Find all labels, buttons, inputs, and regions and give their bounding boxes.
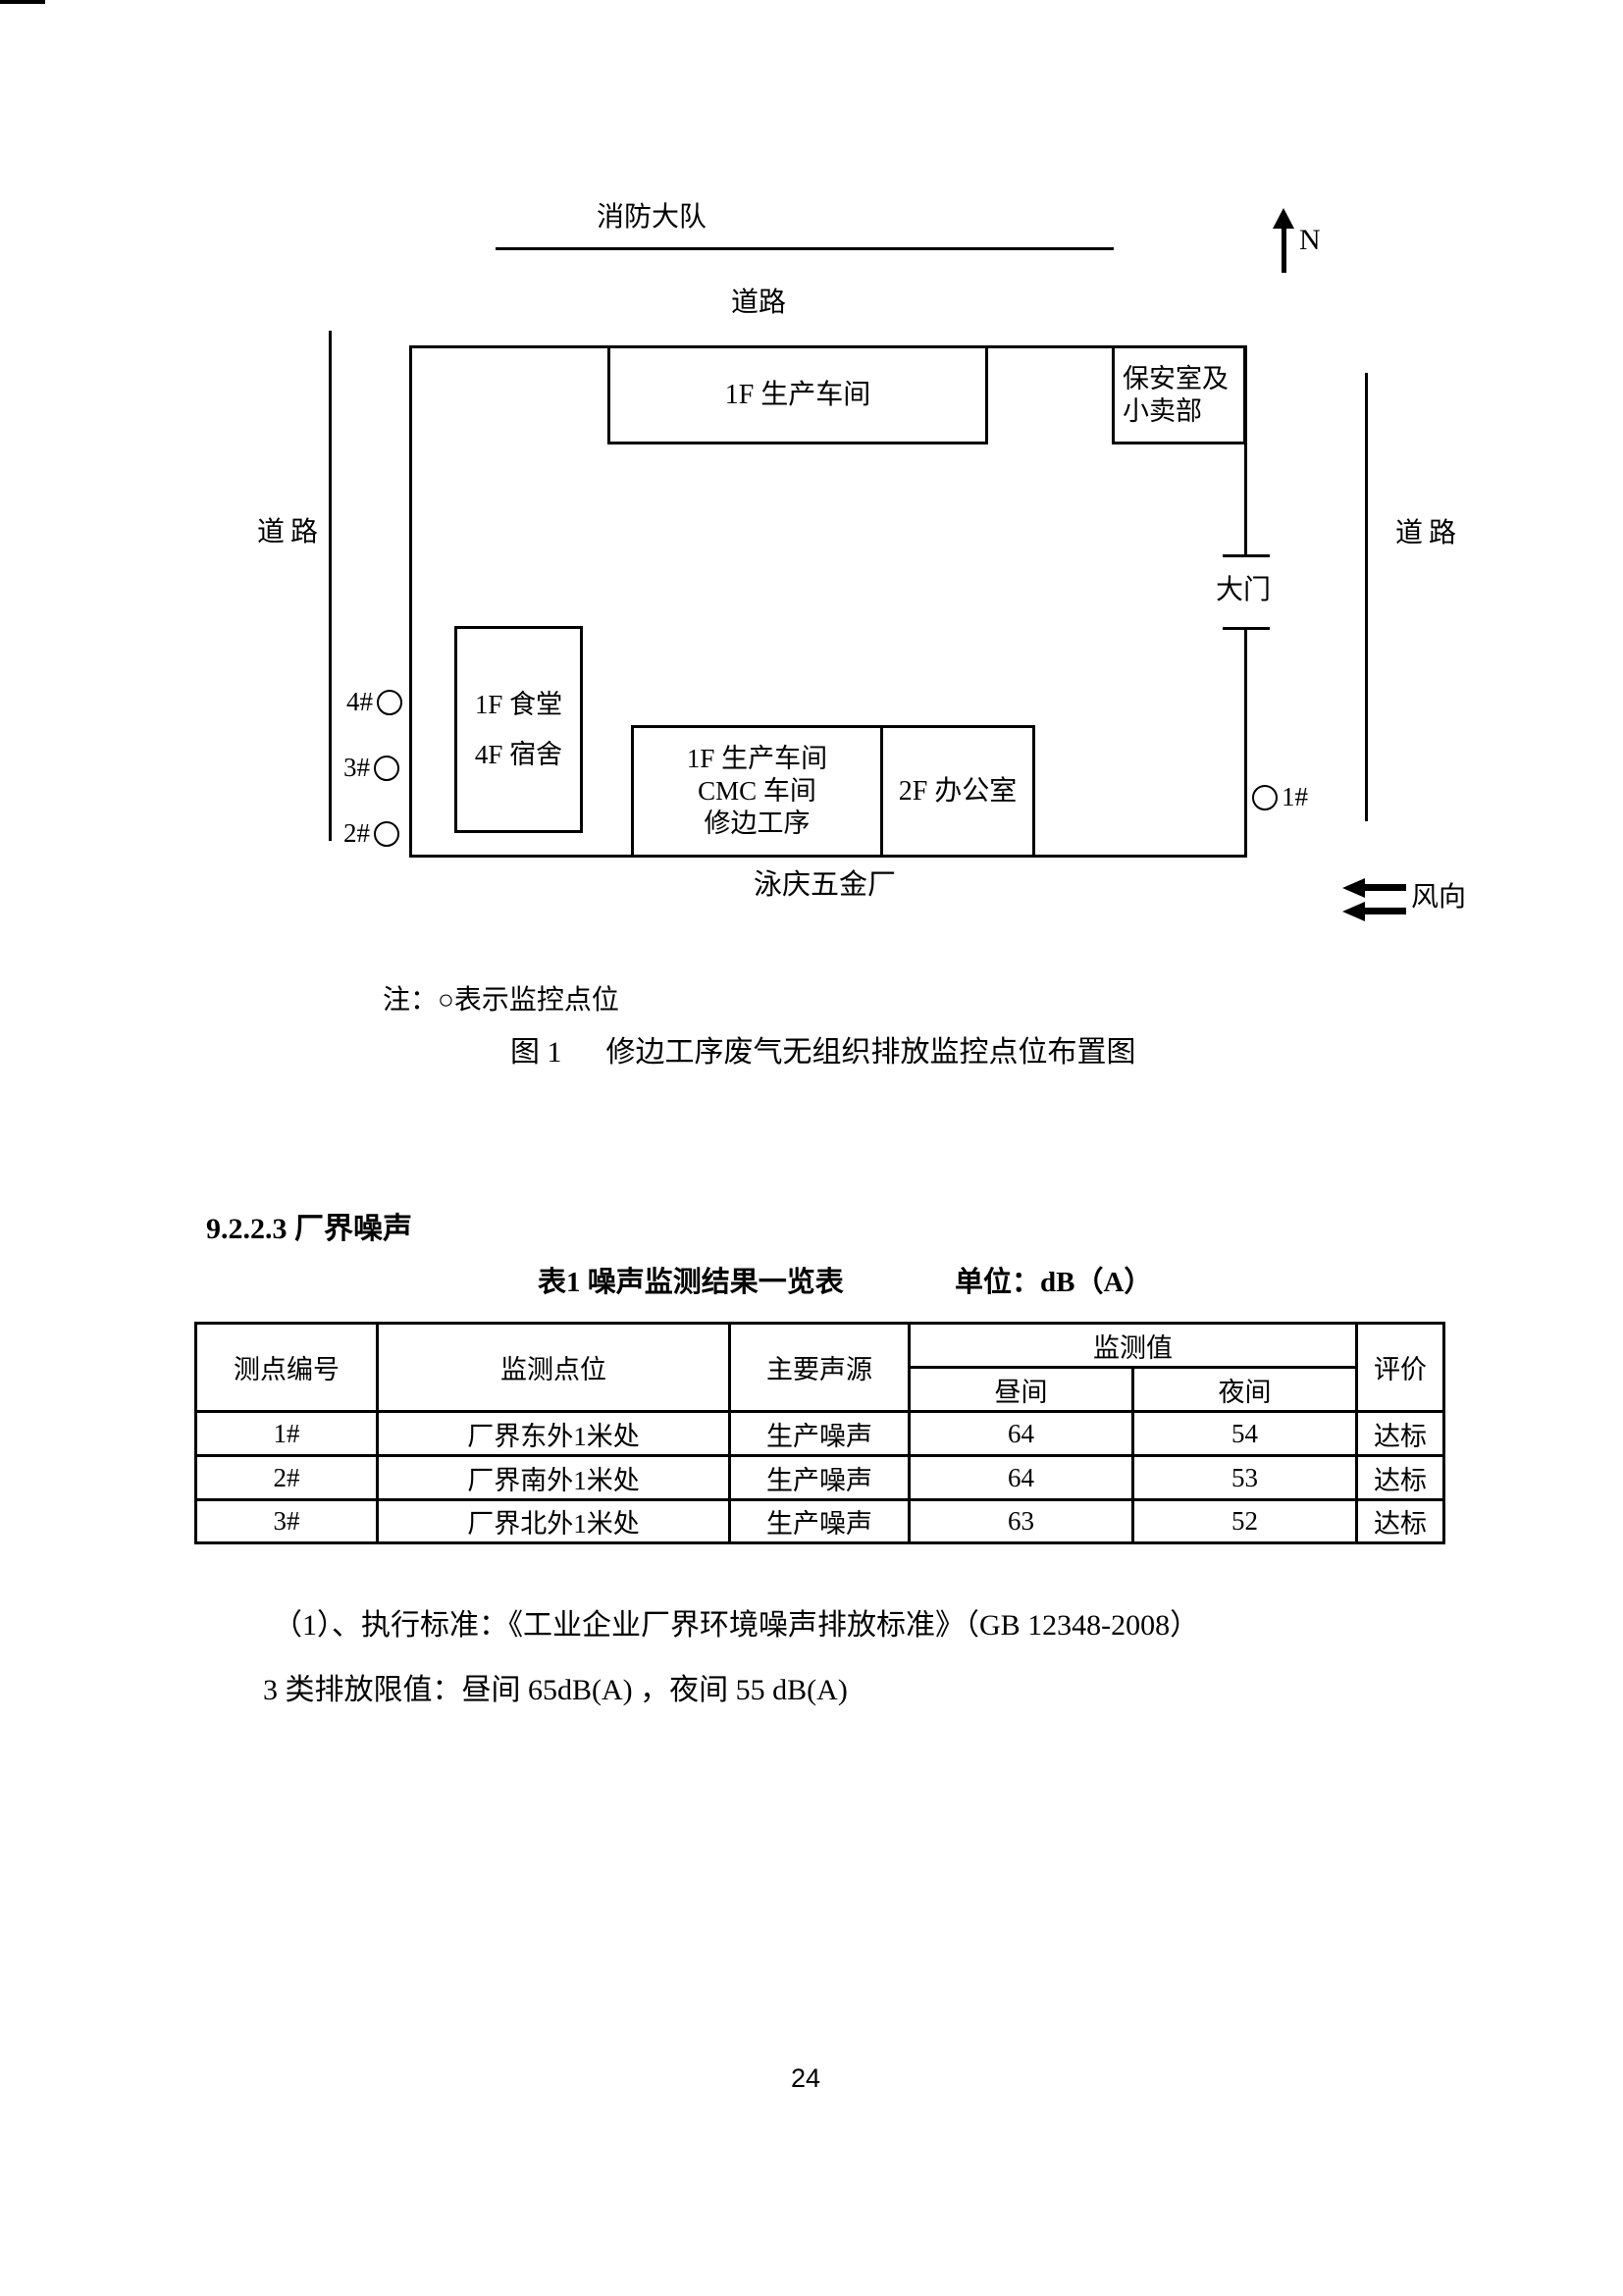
building-label: 保安室及 <box>1123 363 1229 393</box>
building-label: CMC 车间 <box>698 776 816 806</box>
road-top-label: 道路 <box>731 287 787 318</box>
fire-brigade-label: 消防大队 <box>597 202 707 233</box>
wind-arrow-shaft <box>1363 908 1406 914</box>
building-label: 1F 食堂 <box>474 689 563 719</box>
monitor-circle-icon <box>374 755 399 781</box>
figure-caption: 图 1 修边工序废气无组织排放监控点位布置图 <box>510 1036 1136 1070</box>
cell-location: 厂界北外1米处 <box>376 1498 731 1544</box>
road-line-right <box>1365 373 1368 821</box>
north-label: N <box>1299 224 1321 256</box>
building-canteen-dormitory: 1F 食堂 4F 宿舍 <box>454 626 583 833</box>
wind-arrow-icon <box>1342 878 1365 898</box>
cell-point-no: 1# <box>194 1410 379 1457</box>
monitor-circle-icon <box>1252 784 1278 810</box>
building-production-workshop: 1F 生产车间 <box>607 345 988 444</box>
table-row: 1# 厂界东外1米处 生产噪声 64 54 达标 <box>194 1410 1445 1457</box>
road-right-label: 道路 <box>1395 518 1463 548</box>
cell-location: 厂界南外1米处 <box>376 1454 731 1501</box>
header-day: 昼间 <box>908 1366 1134 1413</box>
header-evaluation: 评价 <box>1355 1322 1445 1413</box>
factory-boundary-left <box>409 345 412 858</box>
section-heading: 9.2.2.3 厂界噪声 <box>206 1213 412 1245</box>
building-label: 小卖部 <box>1123 395 1202 426</box>
factory-boundary-right-upper <box>1244 345 1247 556</box>
cell-night-value: 52 <box>1131 1498 1358 1544</box>
table-row: 2# 厂界南外1米处 生产噪声 64 53 达标 <box>194 1454 1445 1501</box>
table-subheader-row: 昼间 夜间 <box>196 1366 1444 1413</box>
road-left-label: 道路 <box>257 517 325 548</box>
header-location: 监测点位 <box>376 1322 731 1413</box>
cell-source: 生产噪声 <box>728 1454 911 1501</box>
wind-arrow-icon <box>1342 902 1365 921</box>
wind-arrow-shaft <box>1363 884 1406 891</box>
gate-label: 大门 <box>1216 575 1272 605</box>
header-source: 主要声源 <box>728 1322 911 1413</box>
monitor-circle-icon <box>374 820 399 847</box>
header-point-no: 测点编号 <box>194 1322 379 1413</box>
monitor-point-1: 1# <box>1252 782 1308 812</box>
monitor-point-label: 1# <box>1282 782 1308 811</box>
building-label: 1F 生产车间 <box>724 380 871 410</box>
cell-point-no: 3# <box>194 1498 379 1544</box>
figure-note: 注：○表示监控点位 <box>383 985 619 1016</box>
table-header-row: 测点编号 监测点位 主要声源 监测值 评价 <box>194 1322 1445 1413</box>
header-value-group: 监测值 <box>908 1322 1358 1369</box>
building-label: 1F 生产车间 <box>686 744 828 773</box>
page-number: 24 <box>791 2063 821 2093</box>
scan-artifact <box>0 0 45 4</box>
north-arrow-icon <box>1282 226 1286 273</box>
cell-day-value: 64 <box>908 1410 1134 1457</box>
cell-day-value: 64 <box>908 1454 1134 1501</box>
cell-evaluation: 达标 <box>1355 1410 1445 1457</box>
figure-caption-number: 图 1 <box>510 1036 562 1069</box>
cell-day-value: 63 <box>908 1498 1134 1544</box>
gate-tick-top <box>1223 554 1270 557</box>
monitor-point-3: 3# <box>343 753 399 783</box>
building-security-shop: 保安室及 小卖部 <box>1112 345 1246 444</box>
monitor-point-label: 3# <box>343 753 370 782</box>
cell-point-no: 2# <box>194 1454 379 1501</box>
wind-label: 风向 <box>1411 882 1467 913</box>
monitor-point-2: 2# <box>343 818 399 849</box>
table-row: 3# 厂界北外1米处 生产噪声 63 52 达标 <box>194 1498 1445 1544</box>
north-arrow-head-icon <box>1273 208 1294 229</box>
factory-boundary-right-lower <box>1244 630 1247 858</box>
noise-table: 测点编号 监测点位 主要声源 监测值 评价 昼间 夜间 1# 厂界东外1米处 生… <box>194 1322 1445 1544</box>
road-line-left <box>329 331 332 841</box>
fire-brigade-boundary-line <box>496 247 1114 250</box>
cell-evaluation: 达标 <box>1355 1454 1445 1501</box>
gate-tick-bottom <box>1223 627 1270 630</box>
cell-evaluation: 达标 <box>1355 1498 1445 1544</box>
cell-source: 生产噪声 <box>728 1498 911 1544</box>
cell-source: 生产噪声 <box>728 1410 911 1457</box>
standard-paragraph: （1）、执行标准：《工业企业厂界环境噪声排放标准》（GB 12348-2008） <box>273 1609 1200 1642</box>
building-label: 修边工序 <box>704 809 811 838</box>
monitor-point-label: 4# <box>346 687 373 716</box>
building-label: 2F 办公室 <box>898 776 1018 807</box>
limits-paragraph: 3 类排放限值：昼间 65dB(A) ，夜间 55 dB(A) <box>263 1674 848 1706</box>
monitor-circle-icon <box>377 689 402 715</box>
table-title: 表1 噪声监测结果一览表 <box>538 1267 844 1298</box>
table-unit-label: 单位：dB（A） <box>955 1267 1153 1298</box>
cell-night-value: 53 <box>1131 1454 1358 1501</box>
building-cmc-workshop: 1F 生产车间 CMC 车间 修边工序 <box>631 725 883 858</box>
factory-name-label: 泳庆五金厂 <box>754 869 897 901</box>
header-night: 夜间 <box>1131 1366 1358 1413</box>
figure-caption-text: 修边工序废气无组织排放监控点位布置图 <box>605 1036 1136 1069</box>
building-office: 2F 办公室 <box>880 725 1035 858</box>
cell-night-value: 54 <box>1131 1410 1358 1457</box>
cell-location: 厂界东外1米处 <box>376 1410 731 1457</box>
monitor-point-label: 2# <box>343 818 370 848</box>
monitor-point-4: 4# <box>346 687 402 717</box>
building-label: 4F 宿舍 <box>474 739 563 769</box>
